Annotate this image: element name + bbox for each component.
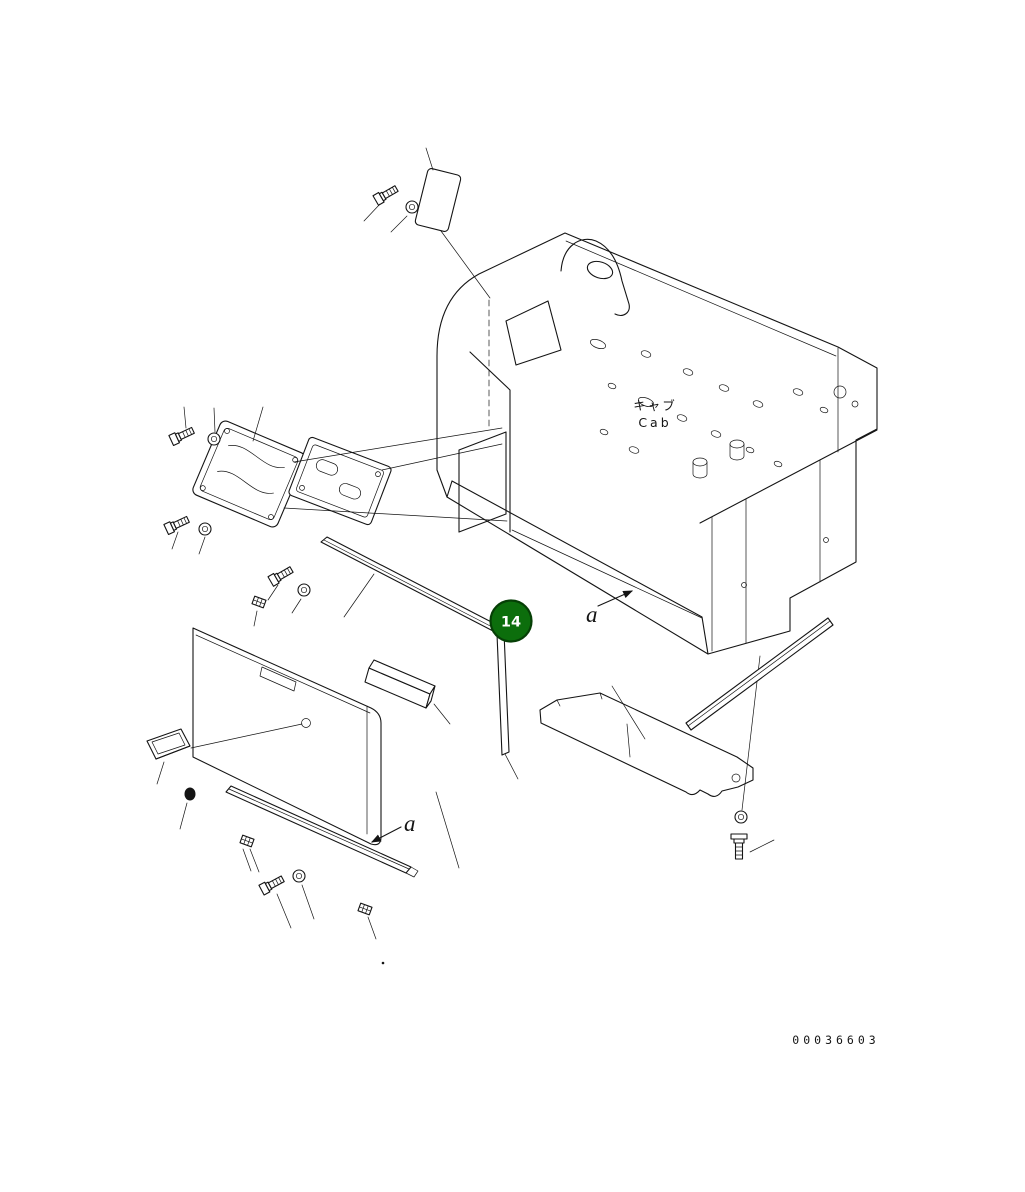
handle <box>146 723 303 785</box>
view-ref-upper: a <box>586 590 634 627</box>
under-floor-plate <box>539 685 754 797</box>
bolt-icon <box>372 183 400 206</box>
panel-lower-fasteners <box>239 834 377 940</box>
top-hump <box>560 238 630 316</box>
wall-window-cutout <box>458 431 507 533</box>
label-plate <box>259 666 297 692</box>
cover-bracket-plate <box>288 436 392 526</box>
washer-icon <box>297 583 311 597</box>
callout-balloon-14[interactable]: 14 <box>489 599 533 643</box>
washer-icon <box>734 810 748 824</box>
left-bracket-plates <box>163 406 508 555</box>
cab-body: キャブ Cab <box>436 232 878 655</box>
washer-icon <box>292 869 306 883</box>
drawing-number: 00036603 <box>792 1033 879 1047</box>
washer-icon <box>198 522 212 536</box>
bolt-icon <box>168 424 196 447</box>
cab-outline <box>436 232 878 655</box>
bolt-icon <box>267 564 295 587</box>
top-flap <box>505 300 562 366</box>
plate-hole <box>731 773 741 783</box>
bolt-icon <box>258 873 286 896</box>
arrowhead-icon <box>371 826 402 843</box>
bolt-icon <box>163 513 191 536</box>
sill-strip <box>225 785 419 878</box>
washer-icon <box>405 200 419 214</box>
cab-label-en: Cab <box>638 415 671 430</box>
clip-icon <box>251 595 267 609</box>
clip-icon <box>357 902 373 916</box>
seal-strip-diagonal <box>320 536 502 633</box>
right-angle-strip <box>685 617 834 731</box>
callout-number: 14 <box>501 615 521 631</box>
clip-icon <box>239 834 255 848</box>
top-cover-plate <box>363 147 491 299</box>
panel-hole <box>301 718 311 728</box>
callout-circle[interactable] <box>490 600 532 642</box>
floor-bosses <box>692 439 745 479</box>
foam-block <box>364 659 451 725</box>
period-mark <box>381 961 385 965</box>
washer-icon <box>207 432 221 446</box>
callout-ring <box>489 599 533 643</box>
plug-cap <box>179 787 196 830</box>
seal-strip-vertical <box>496 631 519 780</box>
floor-holes <box>590 339 859 468</box>
top-hole <box>586 260 614 280</box>
view-ref-letter: a <box>404 811 416 836</box>
panel-upper-fasteners <box>251 564 311 627</box>
arrowhead-icon <box>597 590 634 607</box>
view-ref-lower: a <box>371 791 460 869</box>
vertical-bolt-icon <box>730 833 748 860</box>
view-ref-letter: a <box>586 602 598 627</box>
cab-label-jp: キャブ <box>633 398 677 413</box>
